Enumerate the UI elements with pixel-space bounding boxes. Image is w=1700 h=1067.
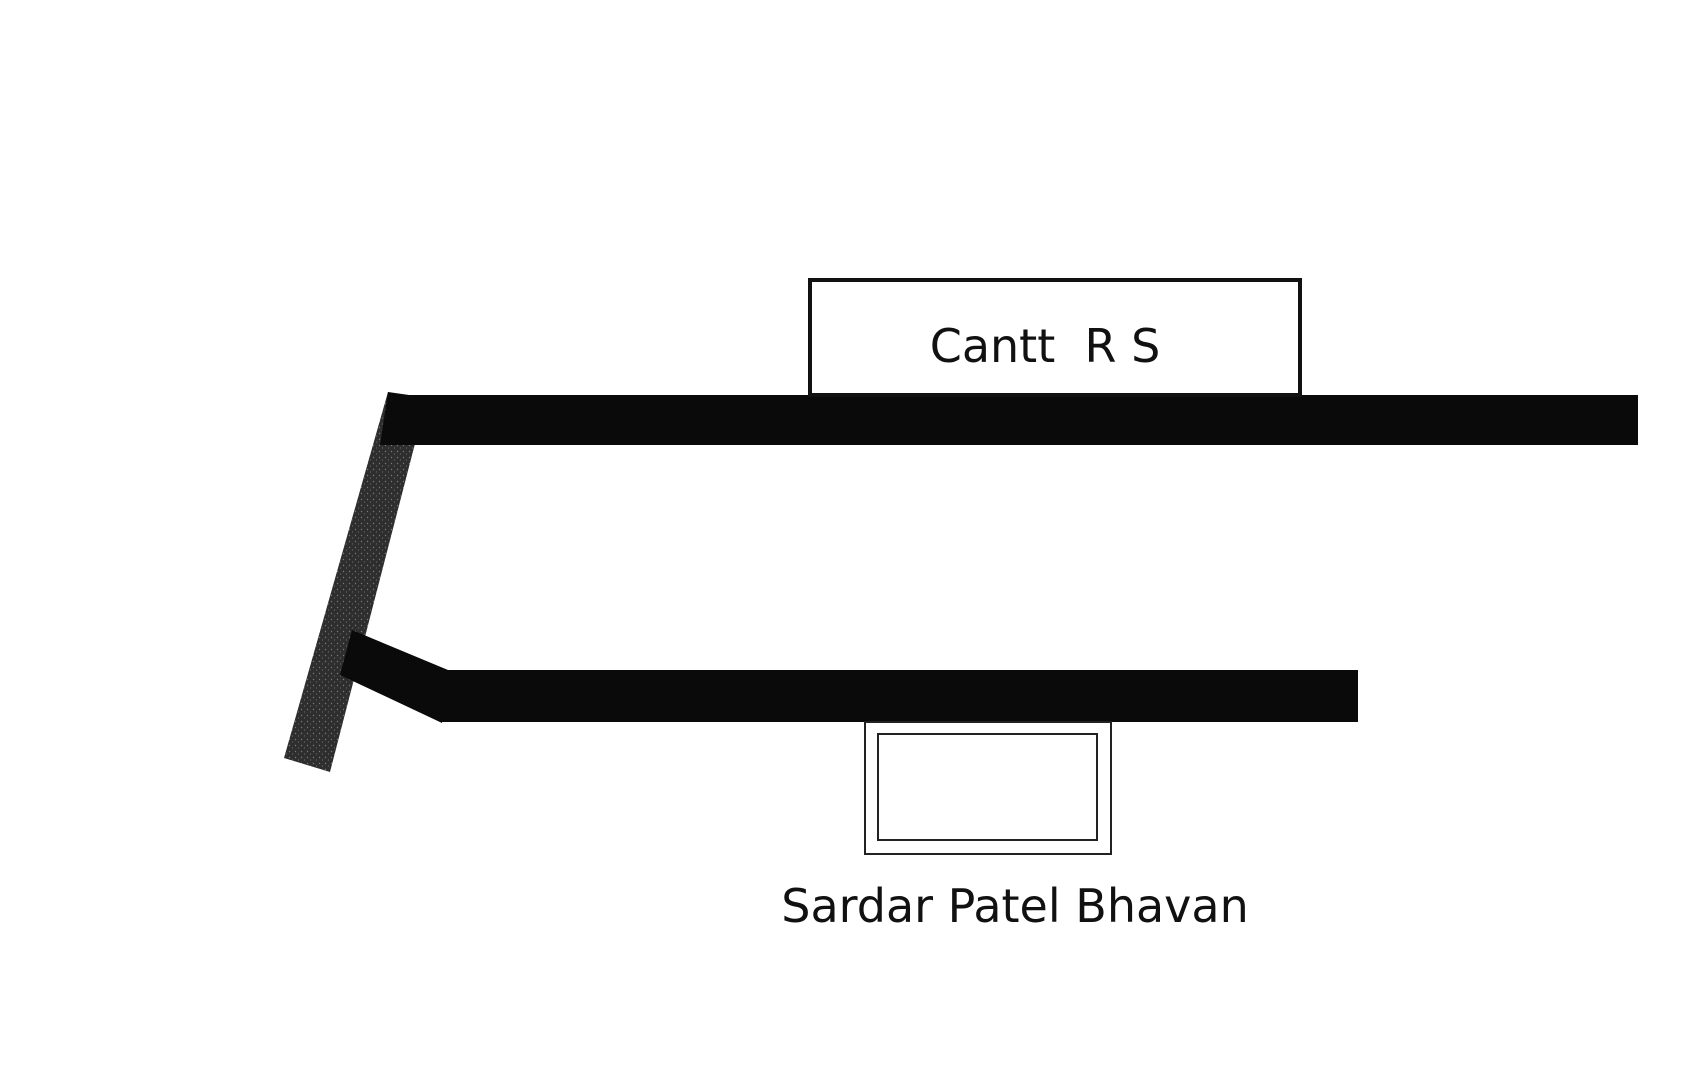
- bhavan-inner-box: [877, 733, 1098, 841]
- sardar-patel-bhavan-landmark: Sardar Patel Bhavan: [781, 721, 1249, 933]
- upper-road-junction: [380, 392, 430, 445]
- cantt-rs-landmark: Cantt R S: [808, 278, 1302, 397]
- sardar-patel-bhavan-label: Sardar Patel Bhavan: [781, 879, 1248, 933]
- upper-road: [388, 395, 1638, 445]
- lower-road: [442, 670, 1358, 722]
- cantt-rs-box: [808, 278, 1302, 397]
- side-road: [284, 392, 425, 772]
- lower-road-connector: [340, 630, 448, 723]
- cantt-rs-label: Cantt R S: [930, 319, 1161, 373]
